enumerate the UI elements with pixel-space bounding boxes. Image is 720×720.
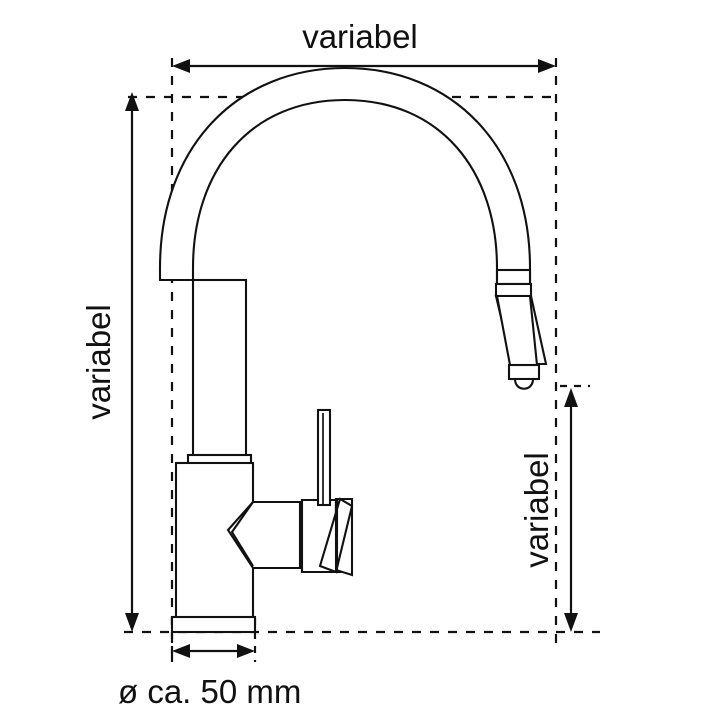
aerator: [513, 377, 535, 390]
lever-handle-bar: [316, 408, 332, 507]
top-width-dimension: variabel: [172, 18, 556, 73]
handle-joint-facet: [226, 500, 302, 570]
riser-column-upper: [191, 278, 248, 466]
base-plate: [170, 615, 257, 634]
base-diameter-arrow-left: [172, 644, 190, 658]
base-diameter-arrow-right: [237, 644, 255, 658]
base-diameter-dimension: ø ca. 50 mm: [118, 644, 301, 710]
spray-head-collar-bottom: [494, 282, 533, 298]
handle-block-edge: [334, 497, 339, 574]
handle-joint-edge: [230, 501, 254, 567]
right-height-label: variabel: [518, 452, 555, 568]
faucet-body: [158, 66, 548, 634]
base-diameter-label: ø ca. 50 mm: [118, 673, 301, 710]
right-height-arrow-bottom: [564, 613, 578, 632]
left-height-dimension: variabel: [80, 92, 139, 632]
right-height-arrow-top: [564, 388, 578, 407]
left-height-label: variabel: [80, 304, 117, 420]
top-width-arrow-left: [172, 59, 190, 73]
spray-head-taper: [495, 294, 539, 367]
right-height-dimension: variabel: [518, 388, 578, 632]
left-height-arrow-top: [125, 92, 139, 111]
spray-head-collar-top: [495, 268, 532, 286]
spray-head-ring: [507, 363, 541, 381]
top-width-label: variabel: [302, 18, 418, 55]
gooseneck-arc: [158, 66, 532, 284]
top-width-arrow-right: [538, 59, 556, 73]
left-height-arrow-bottom: [125, 613, 139, 632]
